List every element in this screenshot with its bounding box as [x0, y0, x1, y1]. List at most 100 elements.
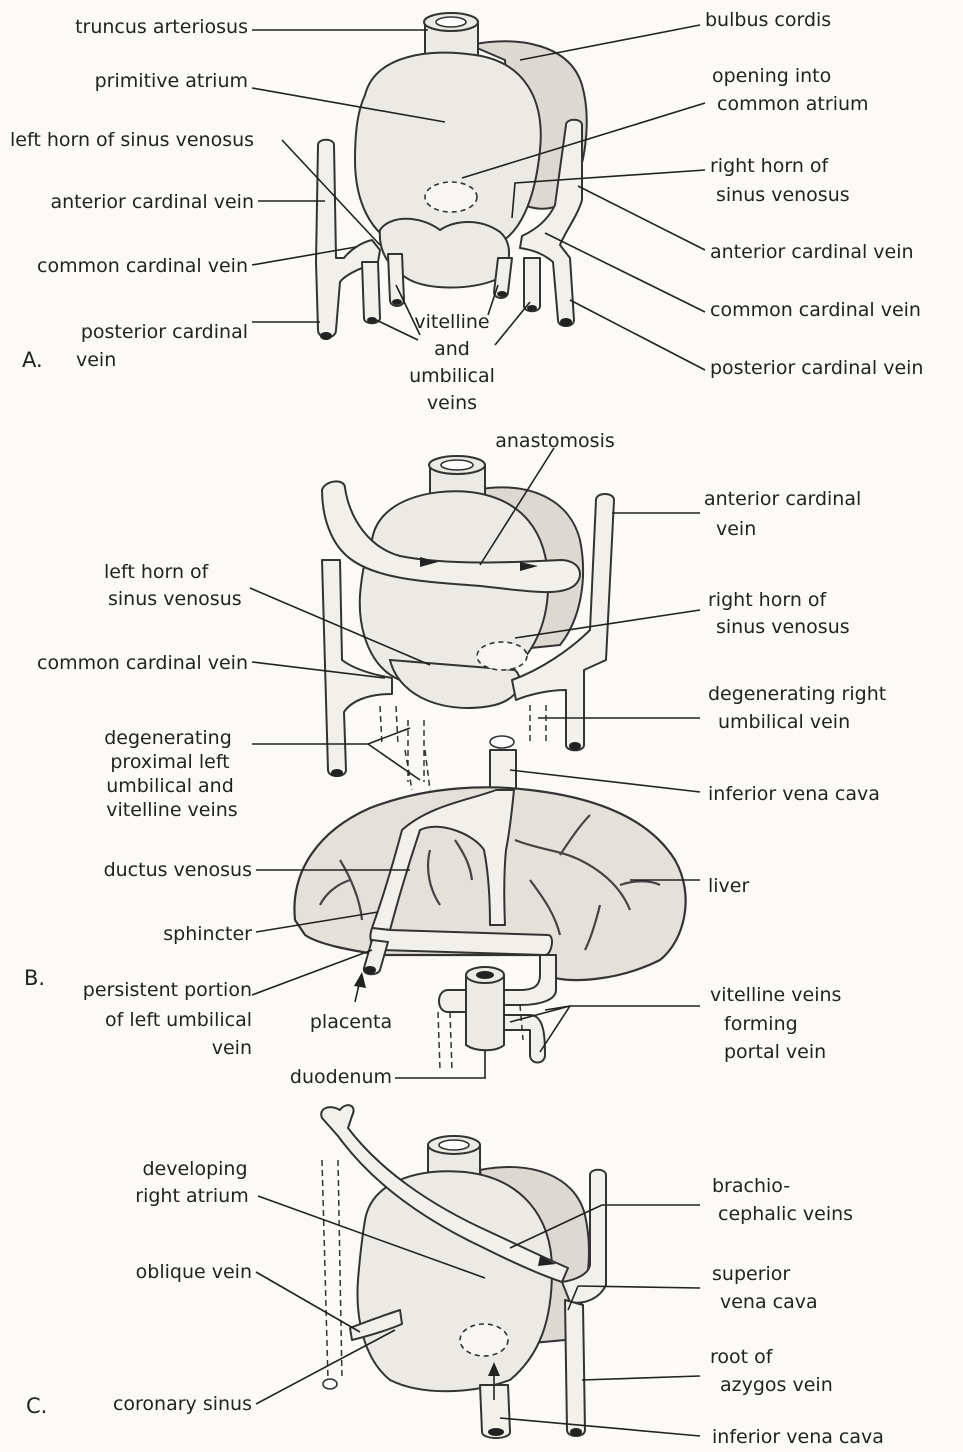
panel-a: truncus arteriosus bulbus cordis primiti…: [10, 9, 923, 414]
label-vitelline-line2: and: [434, 338, 470, 360]
root-azygos-svc: [565, 1300, 585, 1436]
truncus-lumen: [436, 17, 466, 27]
label-vitelline-line1: vitelline: [414, 311, 489, 333]
label-vitelline-portal-line3: portal vein: [724, 1041, 826, 1063]
ivc-b-lumen: [490, 736, 514, 748]
opening-into-common-atrium: [425, 182, 477, 212]
leader-degen-left-a: [368, 728, 410, 744]
label-degen-left-line3: umbilical and: [106, 775, 234, 797]
label-left-horn-b-line2: sinus venosus: [108, 588, 242, 610]
right-posterior-cardinal-lumen: [560, 318, 572, 326]
label-post-cardinal-left-line1: posterior cardinal: [81, 321, 248, 343]
leader-vitelline-r1: [495, 302, 530, 345]
label-degen-right-line1: degenerating right: [708, 683, 886, 705]
leader-common-cardinal-b: [252, 662, 385, 678]
degenerating-right-umbilical: [530, 705, 546, 745]
label-persistent-line3: vein: [212, 1037, 252, 1059]
label-vitelline-line3: umbilical: [409, 365, 495, 387]
azygos-lumen: [570, 1428, 582, 1436]
leader-ivc-b: [510, 770, 700, 792]
label-vitelline-portal-line1: vitelline veins: [710, 984, 841, 1006]
leader-ant-cardinal-right: [578, 186, 705, 250]
label-anastomosis: anastomosis: [495, 430, 615, 452]
opening-b: [477, 642, 527, 670]
leader-post-cardinal-right: [570, 300, 705, 370]
oblique-vein-dashed: [322, 1160, 342, 1380]
placenta-arrow-head: [354, 972, 366, 988]
panel-c: developing right atrium brachio- cephali…: [26, 1105, 884, 1448]
leader-root-azygos: [582, 1376, 700, 1380]
label-degen-left-line4: vitelline veins: [106, 799, 237, 821]
leader-ivc-c: [500, 1418, 700, 1436]
label-common-cardinal-right-a: common cardinal vein: [710, 299, 921, 321]
truncus-c-lumen: [439, 1140, 469, 1150]
label-opening-line1: opening into: [712, 65, 831, 87]
truncus-b-lumen: [441, 460, 473, 470]
label-liver: liver: [708, 875, 749, 897]
label-right-horn-a-line1: right horn of: [710, 155, 830, 177]
right-post-cardinal-b-lumen: [569, 742, 581, 750]
label-right-horn-b-line2: sinus venosus: [716, 616, 850, 638]
degenerating-left-veins: [380, 706, 430, 790]
opening-c: [460, 1324, 508, 1356]
label-brachio-line2: cephalic veins: [718, 1203, 853, 1225]
label-vitelline-portal-line2: forming: [724, 1013, 798, 1035]
label-degen-left-line2: proximal left: [110, 751, 229, 773]
label-post-cardinal-right-a: posterior cardinal vein: [710, 357, 923, 379]
label-duodenum: duodenum: [290, 1066, 392, 1088]
leader-coronary-sinus: [256, 1330, 395, 1404]
duodenum-lumen: [476, 971, 494, 979]
label-post-cardinal-left-line2: vein: [76, 349, 116, 371]
persistent-umbilical-lumen: [364, 966, 376, 974]
label-root-azygos-line2: azygos vein: [720, 1374, 833, 1396]
label-common-cardinal-b: common cardinal vein: [37, 652, 248, 674]
label-right-horn-a-line2: sinus venosus: [716, 184, 850, 206]
label-degen-right-line2: umbilical vein: [718, 711, 850, 733]
label-svc-line1: superior: [712, 1263, 790, 1285]
label-placenta: placenta: [310, 1011, 392, 1033]
leader-bulbus: [520, 25, 700, 60]
leader-vitelline-l1: [372, 318, 418, 340]
atrium-c: [357, 1171, 552, 1391]
label-opening-line2: common atrium: [717, 93, 869, 115]
label-ivc-c: inferior vena cava: [712, 1426, 884, 1448]
label-sphincter: sphincter: [163, 923, 252, 945]
leader-persistent: [252, 950, 372, 995]
left-posterior-cardinal-lumen: [320, 332, 332, 340]
label-degen-left-line1: degenerating: [104, 727, 232, 749]
label-persistent-line2: of left umbilical: [105, 1009, 252, 1031]
label-dev-right-atrium-line1: developing: [142, 1158, 247, 1180]
leader-degen-left-b: [368, 744, 420, 780]
left-vitelline-vein: [362, 262, 380, 323]
label-left-horn-a: left horn of sinus venosus: [10, 129, 254, 151]
label-primitive-atrium: primitive atrium: [95, 70, 248, 92]
label-bulbus-cordis: bulbus cordis: [705, 9, 831, 31]
label-ant-cardinal-right-a: anterior cardinal vein: [710, 241, 914, 263]
label-common-cardinal-left-a: common cardinal vein: [37, 255, 248, 277]
label-ant-cardinal-left-a: anterior cardinal vein: [50, 191, 254, 213]
label-coronary-sinus: coronary sinus: [113, 1393, 252, 1415]
label-ivc-b: inferior vena cava: [708, 783, 880, 805]
label-svc-line2: vena cava: [720, 1291, 818, 1313]
label-ant-cardinal-b-line2: vein: [716, 518, 756, 540]
panel-tag-b: B.: [24, 966, 45, 990]
right-vitelline-lumen: [527, 305, 537, 311]
duodenum-shape: [466, 975, 504, 1050]
label-truncus-arteriosus: truncus arteriosus: [75, 16, 248, 38]
label-ductus-venosus: ductus venosus: [104, 859, 252, 881]
left-post-cardinal-b-lumen: [331, 769, 343, 777]
label-root-azygos-line1: root of: [710, 1346, 774, 1368]
label-dev-right-atrium-line2: right atrium: [135, 1185, 248, 1207]
label-left-horn-b-line1: left horn of: [104, 561, 210, 583]
label-right-horn-b-line1: right horn of: [708, 589, 828, 611]
label-brachio-line1: brachio-: [712, 1175, 790, 1197]
right-umbilical-lumen: [497, 291, 507, 297]
panel-tag-a: A.: [22, 348, 43, 372]
label-persistent-line1: persistent portion: [83, 979, 252, 1001]
left-umbilical-lumen: [392, 299, 402, 305]
leader-oblique-vein: [256, 1272, 360, 1332]
oblique-dashed-end: [323, 1379, 337, 1389]
ivc-c-lumen: [488, 1428, 504, 1436]
right-vitelline-vein: [524, 258, 540, 311]
